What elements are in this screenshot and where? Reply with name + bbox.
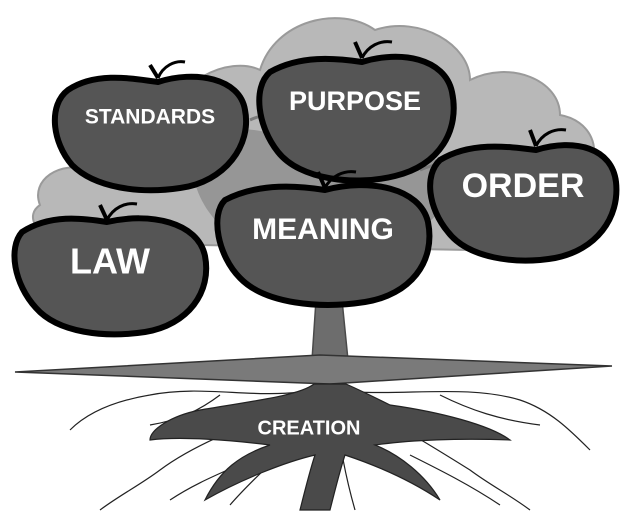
label-purpose: PURPOSE (289, 86, 421, 116)
apple-standards (52, 60, 250, 194)
label-creation: CREATION (258, 417, 361, 439)
apple-meaning (214, 170, 433, 308)
root-mass (149, 383, 512, 511)
apple-purpose (256, 40, 457, 184)
ground-plane (14, 354, 613, 385)
label-meaning: MEANING (252, 213, 394, 246)
apple-law (11, 202, 210, 338)
label-order: ORDER (462, 167, 585, 205)
apple-order (427, 128, 620, 264)
label-standards: STANDARDS (85, 106, 215, 129)
tree-trunk (311, 299, 349, 361)
label-law: LAW (70, 241, 150, 282)
